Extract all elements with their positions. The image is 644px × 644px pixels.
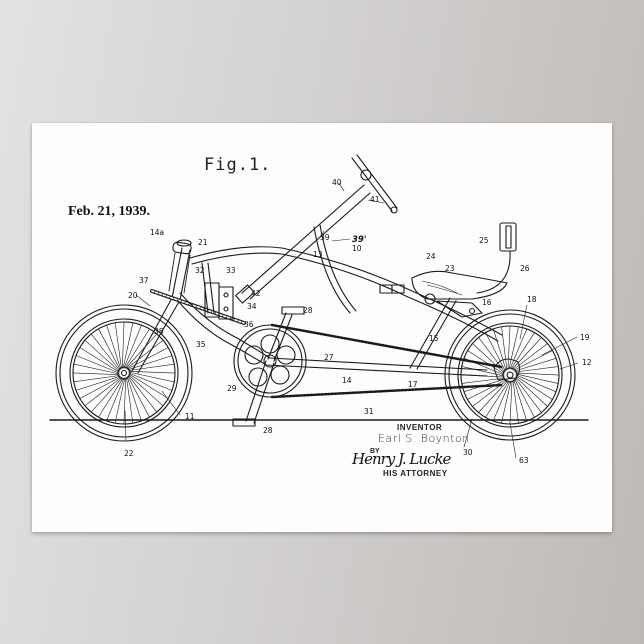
reference-numeral: 19	[580, 333, 590, 342]
reference-numeral: 32	[195, 266, 205, 275]
reference-numeral: 23	[445, 264, 455, 273]
back-rest-pad	[476, 222, 517, 294]
inventor-label: INVENTOR	[397, 423, 443, 432]
reference-numeral: 20	[128, 291, 138, 300]
reference-numeral: 42	[251, 289, 261, 298]
reference-numeral: 36	[244, 320, 254, 329]
leader-lines	[124, 182, 579, 459]
reference-numeral: 22	[124, 449, 134, 458]
reference-numeral: 12	[582, 358, 592, 367]
reference-numeral: 15	[429, 334, 439, 343]
seat	[379, 270, 508, 318]
reference-numeral: 14a	[150, 228, 164, 237]
chainwheel	[232, 306, 307, 427]
front-wheel	[55, 304, 193, 442]
by-label: BY	[370, 448, 380, 455]
reference-numeral: 26	[520, 264, 530, 273]
reference-numeral: 28	[303, 306, 313, 315]
reference-numeral: 31	[364, 407, 374, 416]
patent-poster: 40 41 39 39' 14a 21 13 10 24 23 25 26 32 33 37 42 20 34 16…	[32, 123, 612, 532]
attorney-label: HIS ATTORNEY	[383, 469, 448, 478]
reference-numeral: 41	[370, 195, 380, 204]
reference-numeral: 13	[313, 250, 323, 259]
patent-date: Feb. 21, 1939.	[68, 204, 151, 219]
reference-numeral: 27	[324, 353, 334, 362]
bicycle-patent-drawing	[49, 154, 589, 459]
reference-numeral: 37	[139, 276, 149, 285]
reference-numeral: 16	[482, 298, 492, 307]
reference-numeral: 33	[226, 266, 236, 275]
chain-bar	[150, 289, 246, 325]
reference-numeral: 21	[198, 238, 208, 247]
reference-numeral: 11	[185, 412, 195, 421]
reference-numeral: 24	[426, 252, 436, 261]
reference-numeral: 25	[479, 236, 489, 245]
reference-numeral: 39'	[352, 235, 366, 245]
reference-numeral: 29	[227, 384, 237, 393]
reference-numeral: 30	[463, 448, 473, 457]
shock-absorber	[204, 282, 234, 320]
reference-numeral: 39	[320, 233, 330, 242]
reference-numeral: 63	[519, 456, 529, 465]
reference-numeral: 38	[154, 327, 164, 336]
reference-numeral: 35	[196, 340, 206, 349]
figure-label: Fig.1.	[204, 155, 272, 175]
reference-numeral: 40	[332, 178, 342, 187]
reference-numeral: 10	[352, 244, 362, 253]
reference-numeral: 18	[527, 295, 537, 304]
reference-numeral: 17	[408, 380, 418, 389]
inventor-name: Earl S. Boynton	[378, 432, 470, 445]
rear-wheel	[444, 309, 576, 441]
attorney-signature: Henry J. Lucke	[352, 450, 451, 468]
drive-chain	[270, 323, 504, 399]
reference-numeral: 34	[247, 302, 257, 311]
reference-numeral: 28	[263, 426, 273, 435]
reference-numeral: 14	[342, 376, 352, 385]
reference-numerals: 40 41 39 39' 14a 21 13 10 24 23 25 26 32 33 37 42 20 34 16…	[124, 178, 592, 465]
